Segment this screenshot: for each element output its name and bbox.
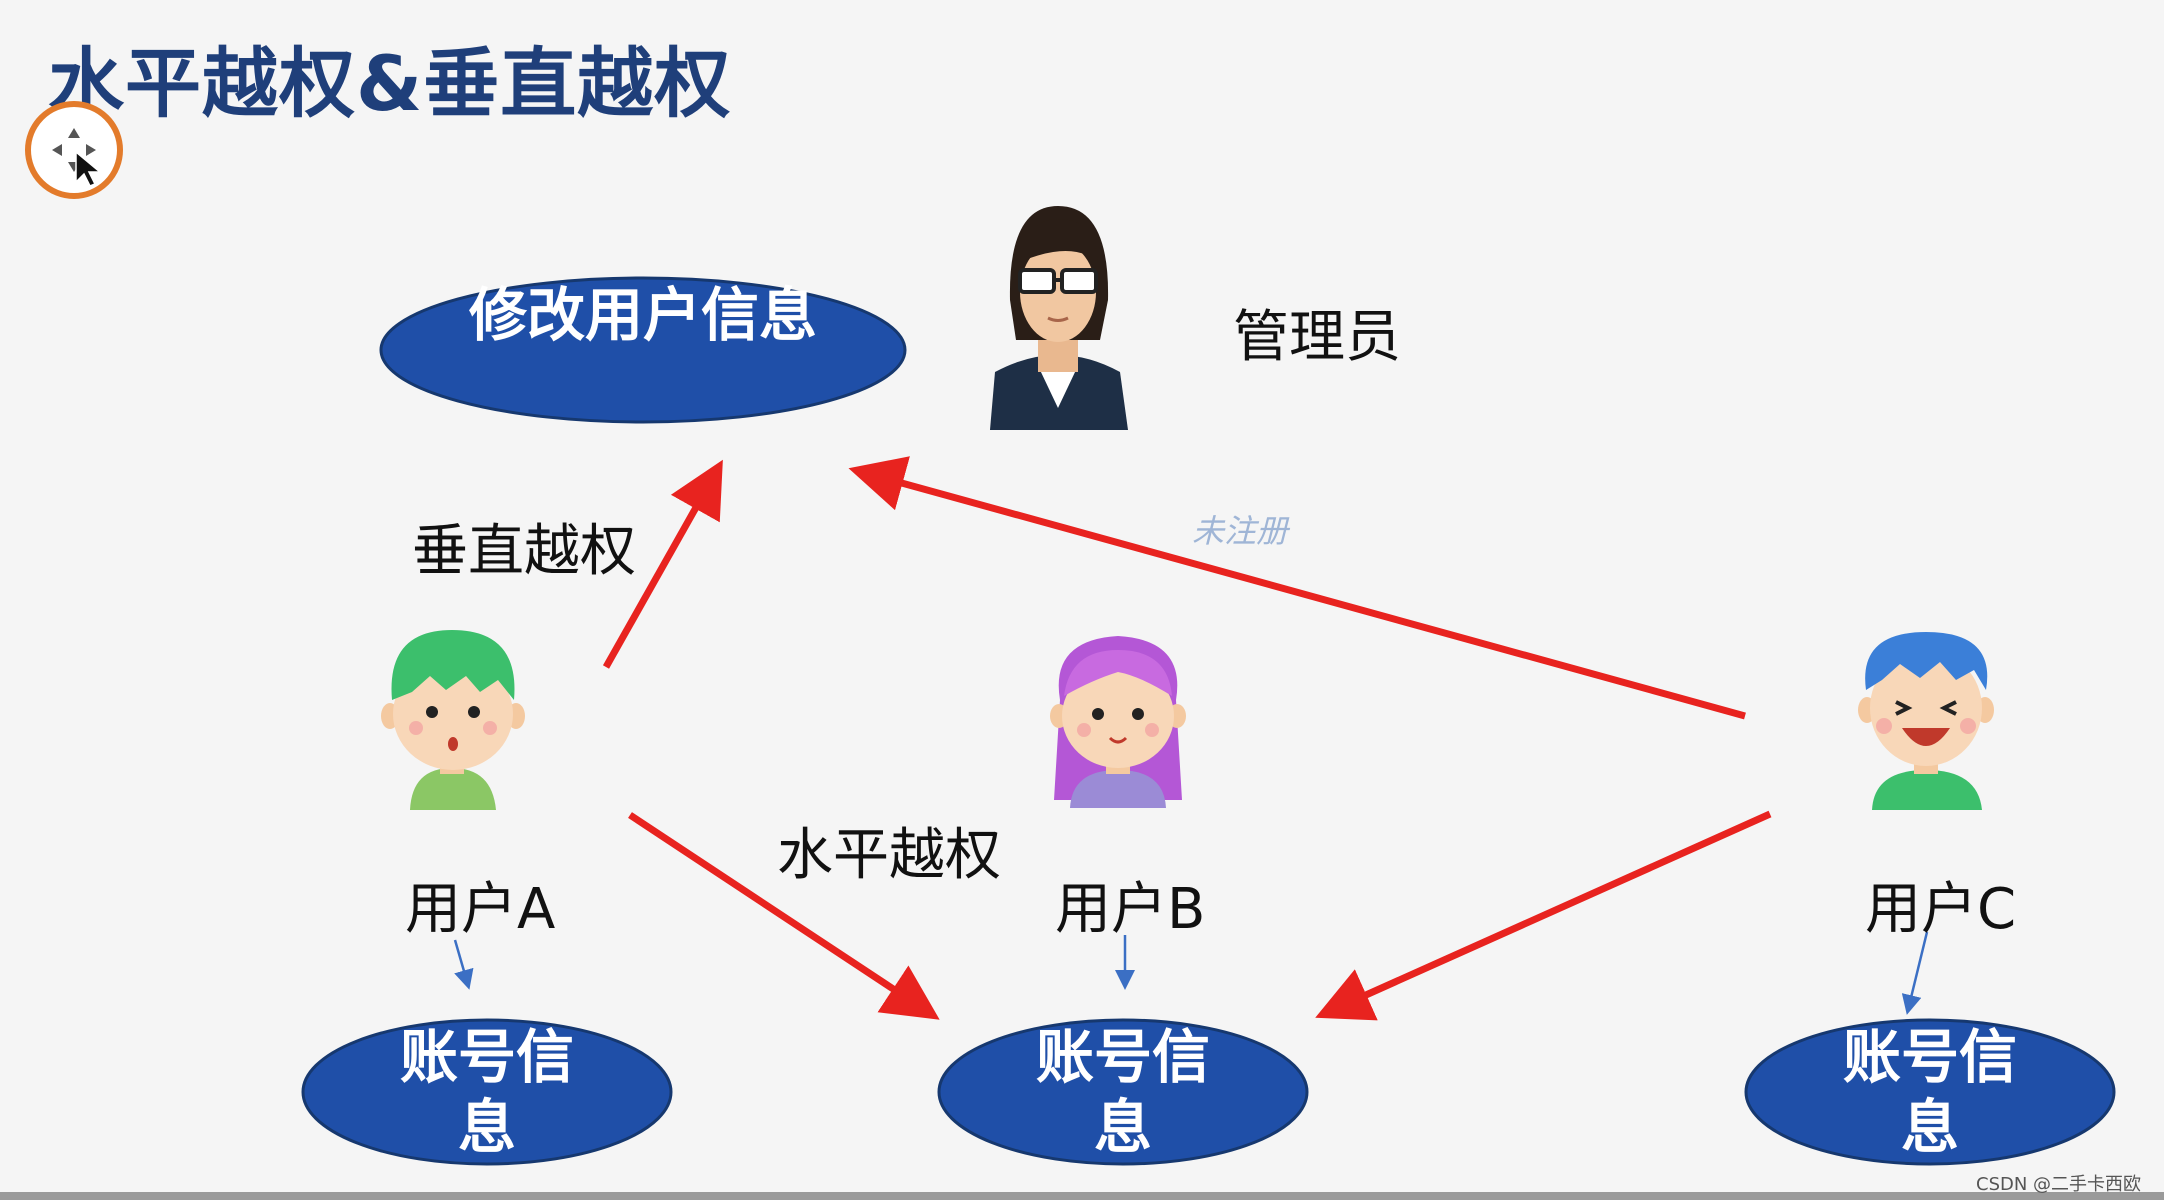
vertical-escalation-label: 垂直越权 [412, 519, 636, 584]
admin-resource-label: 修改用户信息 [468, 281, 817, 349]
watermark-text: 未注册 [1192, 512, 1289, 550]
horizontal-escalation-arrow-a [628, 812, 940, 1020]
user-a-label: 用户A [405, 877, 556, 942]
diagram-title: 水平越权&垂直越权 [48, 39, 732, 128]
ownership-arrow-a [453, 939, 474, 990]
admin-resource-node [379, 276, 907, 424]
user-b-avatar-icon [1050, 636, 1186, 808]
vertical-escalation-arrow [602, 459, 723, 669]
account-label-b: 账号信息 [1035, 1023, 1210, 1161]
horizontal-escalation-label: 水平越权 [777, 823, 1001, 888]
credit-text: CSDN @二手卡西欧 [1976, 1174, 2142, 1195]
cursor-move-icon [25, 101, 123, 199]
bottom-strip [0, 1192, 2164, 1200]
user-a-avatar-icon [381, 630, 525, 810]
admin-avatar-icon [990, 206, 1128, 430]
user-c-label: 用户C [1865, 877, 2017, 942]
account-node-c [1744, 1018, 2116, 1166]
horizontal-escalation-arrow-c [1315, 810, 1772, 1021]
account-node-b [937, 1018, 1309, 1166]
ownership-arrow-c [1901, 931, 1929, 1015]
account-label-c: 账号信息 [1842, 1023, 2017, 1161]
user-b-label: 用户B [1055, 877, 1206, 942]
account-label-a: 账号信息 [399, 1023, 574, 1161]
user-c-avatar-icon [1858, 632, 1994, 810]
admin-escalation-arrow-c [848, 456, 1746, 720]
account-node-a [301, 1018, 673, 1166]
admin-label: 管理员 [1233, 305, 1401, 370]
